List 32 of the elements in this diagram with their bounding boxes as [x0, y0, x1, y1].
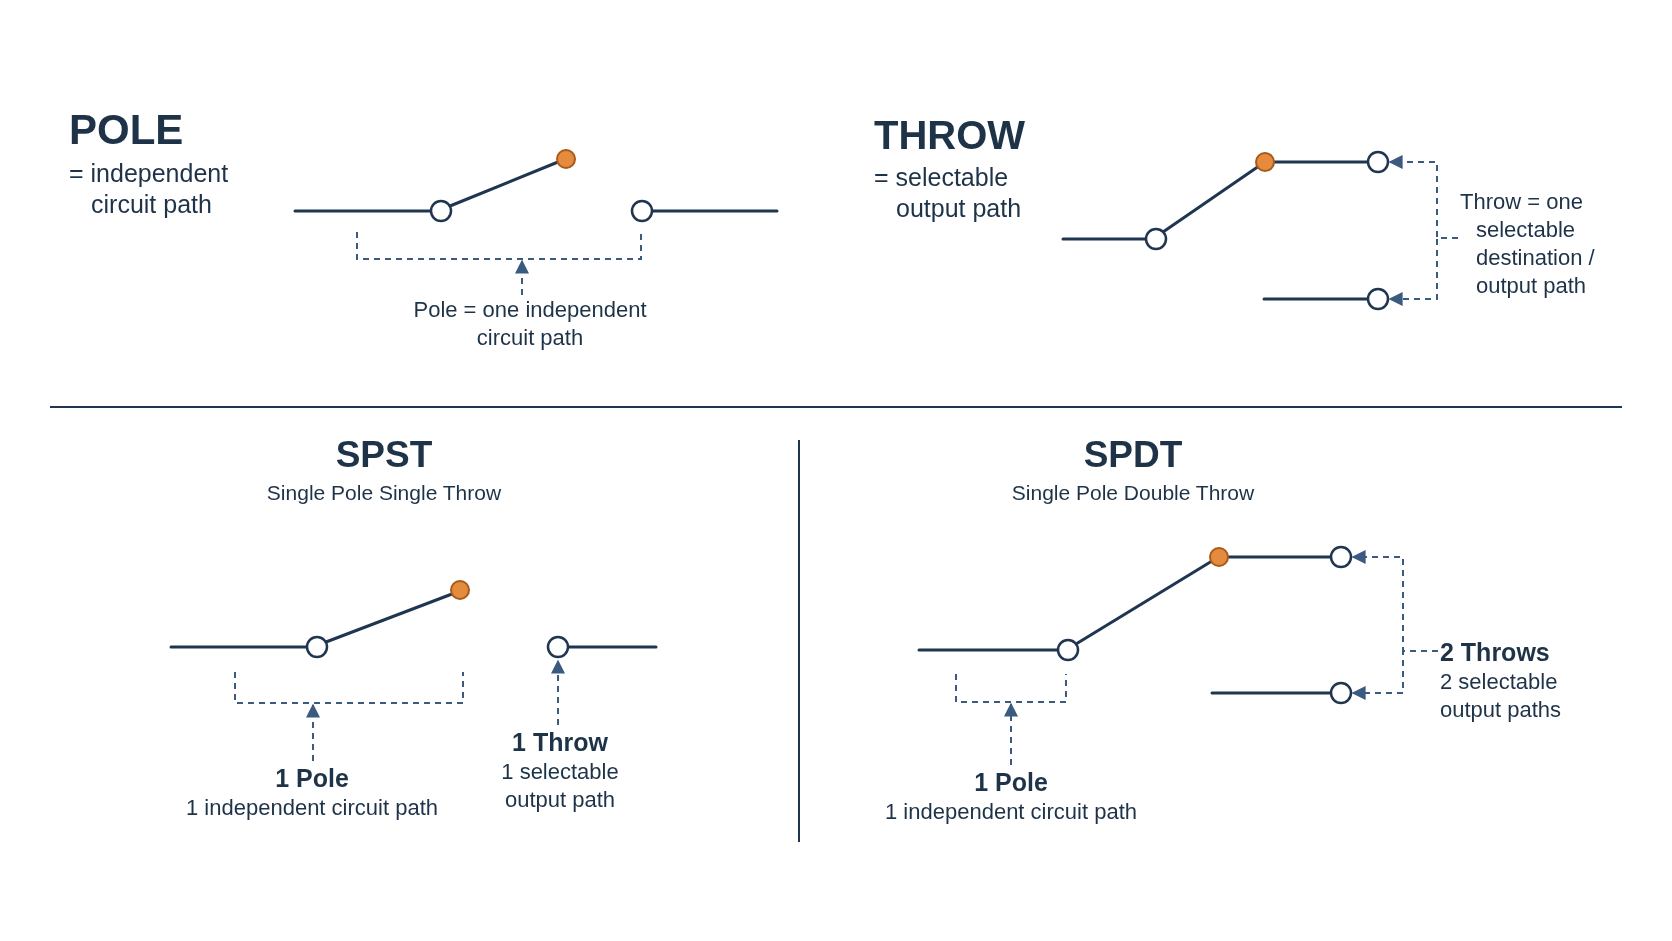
leader-arrow — [306, 703, 320, 762]
callout-text: Throw = one selectable destination / output path — [1460, 188, 1630, 300]
leader-arrow — [515, 259, 529, 296]
leader-arrow — [1388, 237, 1459, 306]
section-heading: SPST — [334, 433, 434, 477]
terminal-circle — [545, 634, 571, 660]
callout-text: 1 independent circuit path — [186, 794, 438, 822]
leader-arrow — [1351, 650, 1439, 700]
terminal-circle — [1365, 149, 1391, 175]
terminal-circle — [1328, 544, 1354, 570]
callout-heading: 1 Pole — [974, 767, 1048, 798]
subtitle: Single Pole Single Throw — [265, 480, 503, 506]
terminal-circle — [1328, 680, 1354, 706]
callout-heading: 1 Pole — [275, 763, 349, 794]
section-heading: THROW — [874, 112, 1026, 159]
section-heading: POLE — [69, 105, 184, 155]
terminal-circle — [1365, 286, 1391, 312]
bracket — [955, 673, 1067, 703]
callout-text: Pole = one independent circuit path — [397, 296, 663, 352]
callout-text: 1 independent circuit path — [885, 798, 1137, 826]
definition-text: = independent circuit path — [69, 158, 230, 220]
subtitle: Single Pole Double Throw — [1010, 480, 1256, 506]
leader-arrow — [1004, 702, 1018, 766]
callout-heading: 1 Throw — [512, 727, 608, 758]
callout-heading: 2 Throws — [1440, 637, 1550, 668]
callout-text: 2 selectable output paths — [1440, 668, 1563, 724]
callout-text: 1 selectable output path — [500, 758, 620, 814]
section-heading: SPDT — [1082, 433, 1184, 477]
leader-arrow — [551, 659, 565, 726]
definition-text: = selectable output path — [874, 162, 1023, 224]
bracket — [356, 231, 642, 260]
bracket — [234, 671, 464, 704]
